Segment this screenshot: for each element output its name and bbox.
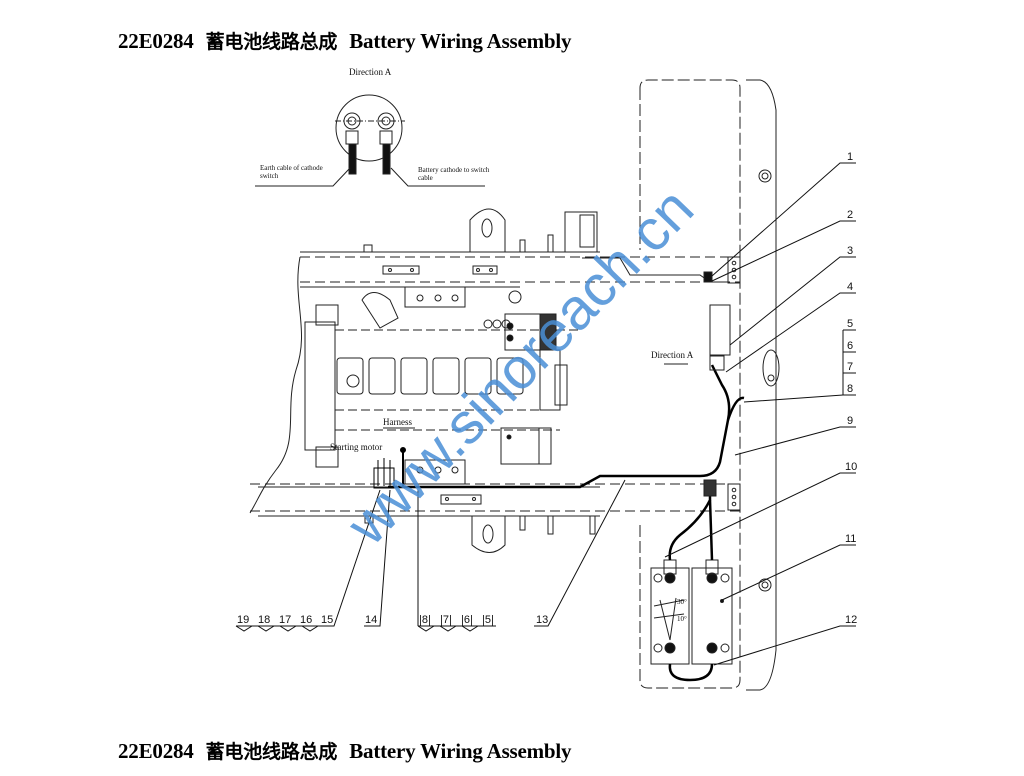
callout-6: 6 xyxy=(847,340,853,352)
callout-18-mid: |8| xyxy=(419,614,431,626)
callout-17-mid: |7| xyxy=(440,614,452,626)
callout-8: 8 xyxy=(847,383,853,395)
starting-motor-label: Starting motor xyxy=(330,442,382,452)
callout-12: 12 xyxy=(845,614,857,626)
callout-16: 16 xyxy=(300,614,312,626)
angle-10-label: 10° xyxy=(677,615,687,623)
callout-10: 10 xyxy=(845,461,857,473)
callout-5: 5 xyxy=(847,318,853,330)
inset-direction-a xyxy=(255,94,485,187)
footer-title: 22E0284 蓄电池线路总成 Battery Wiring Assembly xyxy=(118,737,572,764)
footer-part-code: 22E0284 xyxy=(118,739,194,763)
angle-30-label: 30° xyxy=(677,598,687,606)
callout-15-mid: |5| xyxy=(482,614,494,626)
harness-label: Harness xyxy=(383,417,412,427)
watermark: www.sinoreach.cn xyxy=(334,176,706,558)
callout-2: 2 xyxy=(847,209,853,221)
battery-box-frame xyxy=(564,79,780,691)
switch-mount xyxy=(709,355,725,371)
part-code: 22E0284 xyxy=(118,29,194,53)
inset-left-label: Earth cable of cathode xyxy=(260,164,323,172)
callout-13: 13 xyxy=(536,614,548,626)
inset-right-label: Battery cathode to switch xyxy=(418,166,490,174)
battery-harness-cable xyxy=(388,364,745,682)
starting-motor-terminals xyxy=(373,447,406,489)
leader-lines-right xyxy=(664,162,856,666)
callout-17: 17 xyxy=(279,614,291,626)
callout-9: 9 xyxy=(847,415,853,427)
callout-11: 11 xyxy=(845,533,856,545)
harness-connector xyxy=(703,479,717,497)
inset-right-label-2: cable xyxy=(418,174,433,182)
leader-lines-bottom xyxy=(235,479,626,632)
footer-title-chinese: 蓄电池线路总成 xyxy=(205,741,338,763)
inset-left-label-2: switch xyxy=(260,172,279,180)
terminal-right xyxy=(377,112,395,175)
engine xyxy=(304,290,580,468)
title-chinese: 蓄电池线路总成 xyxy=(205,31,338,53)
battery-left xyxy=(650,559,690,665)
battery-right xyxy=(691,559,733,665)
callout-3: 3 xyxy=(847,245,853,257)
callout-15: 15 xyxy=(321,614,333,626)
callout-18: 18 xyxy=(258,614,270,626)
callout-14: 14 xyxy=(365,614,377,626)
callout-19: 19 xyxy=(237,614,249,626)
callout-1: 1 xyxy=(847,151,853,163)
terminal-left xyxy=(343,112,361,175)
switch-body xyxy=(335,94,403,162)
title-english: Battery Wiring Assembly xyxy=(349,29,572,53)
callout-16-mid: |6| xyxy=(461,614,473,626)
callout-7: 7 xyxy=(847,361,853,373)
page-title: 22E0284 蓄电池线路总成 Battery Wiring Assembly xyxy=(118,27,572,54)
inset-heading: Direction A xyxy=(349,67,392,77)
callout-4: 4 xyxy=(847,281,853,293)
direction-a-label: Direction A xyxy=(651,350,694,360)
footer-title-english: Battery Wiring Assembly xyxy=(349,739,572,763)
